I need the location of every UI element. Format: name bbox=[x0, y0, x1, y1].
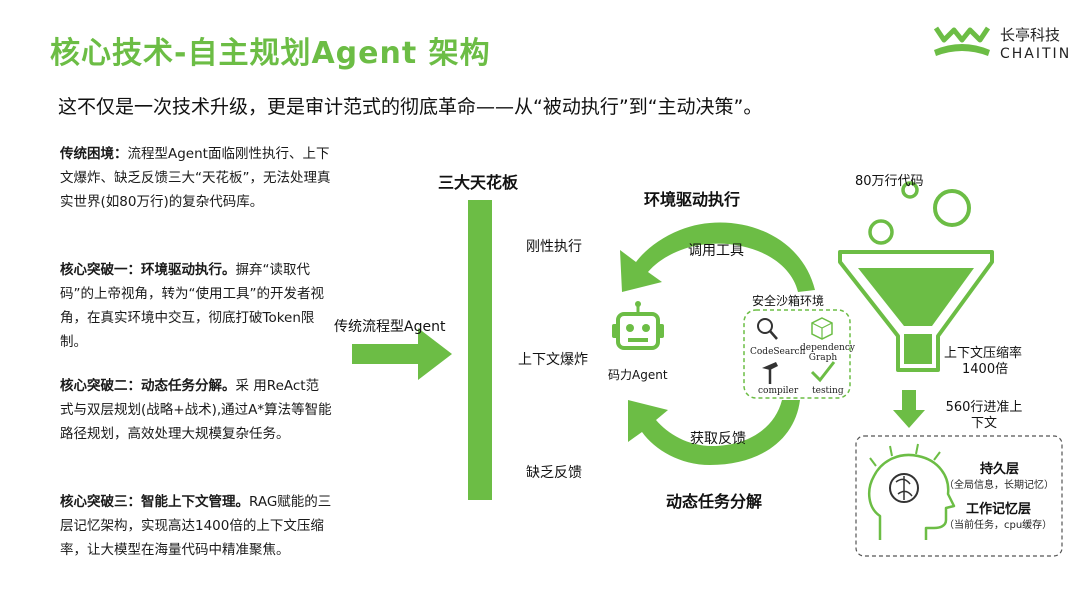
hammer-icon bbox=[762, 362, 778, 384]
logo-text-cn: 长亭科技 bbox=[1000, 26, 1061, 44]
page-title: 核心技术-自主规划Agent 架构 bbox=[50, 36, 491, 71]
search-icon bbox=[757, 318, 778, 340]
compression-label: 上下文压缩率 bbox=[944, 346, 1023, 361]
ceiling-item: 上下文爆炸 bbox=[518, 352, 588, 368]
loop-top-label: 环境驱动执行 bbox=[644, 190, 741, 209]
call-tool-label: 调用工具 bbox=[688, 243, 744, 259]
paragraph-breakthrough-3: 核心突破三：智能上下文管理。RAG赋能的三层记忆架构，实现高达1400倍的上下文… bbox=[60, 490, 332, 562]
page-subtitle: 这不仅是一次技术升级，更是审计范式的彻底革命——从“被动执行”到“主动决策”。 bbox=[58, 96, 763, 118]
loop-bottom-arrow-icon bbox=[628, 400, 800, 465]
paragraph-traditional: 传统困境：流程型Agent面临刚性执行、上下文爆炸、缺乏反馈三大“天花板”，无法… bbox=[60, 142, 332, 214]
loop-bottom-label: 动态任务分解 bbox=[666, 492, 763, 511]
memory-box bbox=[855, 435, 1063, 557]
paragraph-lead: 核心突破三：智能上下文管理。 bbox=[60, 494, 249, 510]
memory-layer-name: 持久层 bbox=[980, 462, 1020, 477]
bubble-medium bbox=[868, 219, 894, 245]
paragraph-text: 采 用ReAct范式与双层规划(战略+战术),通过A*算法等智能路径规划，高效处… bbox=[60, 378, 332, 442]
tool-compiler: compiler bbox=[758, 386, 799, 396]
traditional-label: 传统流程型Agent bbox=[334, 319, 446, 335]
memory-layer-name: 工作记忆层 bbox=[966, 502, 1032, 517]
paragraph-text: 流程型Agent面临刚性执行、上下文爆炸、缺乏反馈三大“天花板”，无法处理真实世… bbox=[60, 146, 331, 210]
paragraph-text: RAG赋能的三层记忆架构，实现高达1400倍的上下文压缩率，让大模型在海量代码中… bbox=[60, 494, 332, 558]
sandbox-title: 安全沙箱环境 bbox=[752, 294, 825, 308]
paragraph-text: 摒弃“读取代码”的上帝视角，转为“使用工具”的开发者视角，在真实环境中交互，彻底… bbox=[60, 262, 324, 350]
ceiling-title: 三大天花板 bbox=[438, 173, 519, 192]
graph-cube-icon bbox=[811, 317, 833, 340]
compression-value: 1400倍 bbox=[962, 362, 1009, 377]
tool-testing: testing bbox=[812, 386, 844, 396]
tool-codesearch: CodeSearch bbox=[750, 347, 806, 357]
bubble-large bbox=[933, 189, 971, 227]
paragraph-lead: 传统困境： bbox=[60, 146, 128, 162]
paragraph-breakthrough-1: 核心突破一：环境驱动执行。摒弃“读取代码”的上帝视角，转为“使用工具”的开发者视… bbox=[60, 258, 332, 354]
traditional-arrow-icon bbox=[352, 328, 452, 380]
ceiling-bar bbox=[468, 200, 492, 500]
logo-text-en: CHAITIN bbox=[1000, 46, 1072, 62]
chaitin-logo-icon bbox=[933, 26, 991, 56]
ceiling-item: 缺乏反馈 bbox=[526, 465, 582, 481]
robot-icon bbox=[612, 301, 664, 350]
tool-dependency-graph: dependency Graph bbox=[800, 343, 855, 363]
check-icon bbox=[810, 361, 836, 383]
paragraph-lead: 核心突破二：动态任务分解。 bbox=[60, 378, 236, 394]
paragraph-lead: 核心突破一：环境驱动执行。 bbox=[60, 262, 236, 278]
sandbox-box bbox=[743, 309, 851, 399]
agent-name: 码力Agent bbox=[608, 368, 668, 382]
loop-top-arrow-icon bbox=[620, 222, 815, 292]
bubble-small bbox=[901, 181, 919, 199]
code-lines-label: 80万行代码 bbox=[855, 174, 924, 189]
memory-layer-desc: （全局信息，长期记忆） bbox=[944, 480, 1054, 491]
ceiling-item: 刚性执行 bbox=[526, 239, 582, 255]
context-in-label: 560行进准上下文 bbox=[945, 400, 1023, 431]
get-feedback-label: 获取反馈 bbox=[690, 431, 746, 447]
down-arrow-icon bbox=[893, 390, 925, 428]
memory-layer-desc: （当前任务，cpu缓存） bbox=[944, 520, 1053, 531]
brain-head-icon bbox=[867, 443, 956, 540]
funnel-icon bbox=[838, 250, 994, 372]
paragraph-breakthrough-2: 核心突破二：动态任务分解。采 用ReAct范式与双层规划(战略+战术),通过A*… bbox=[60, 374, 332, 446]
